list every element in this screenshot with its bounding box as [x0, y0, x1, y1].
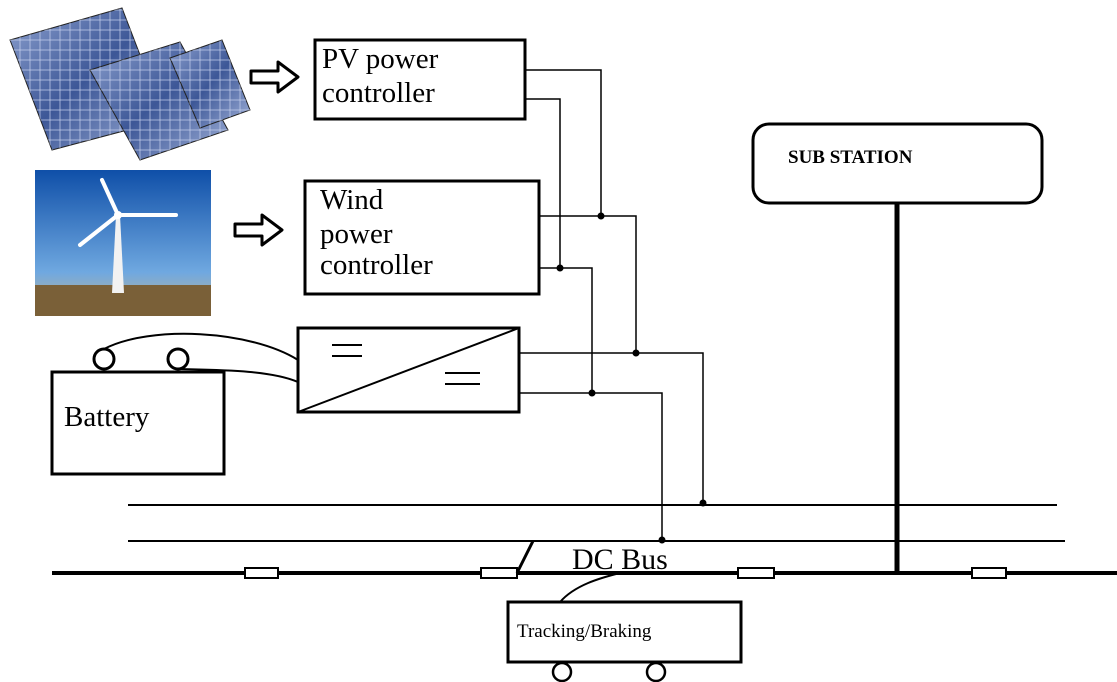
pv-controller-label-1: PV power	[322, 43, 439, 75]
train-label: Tracking/Braking	[517, 621, 652, 642]
pv-controller-box	[313, 38, 527, 121]
wind-controller-label-1: Wind	[320, 184, 384, 216]
wind-controller-label-2: power	[320, 218, 393, 250]
pantograph	[515, 540, 535, 574]
battery-label: Battery	[64, 401, 150, 433]
wind-turbine-image	[35, 170, 211, 316]
wind-controller-box	[303, 179, 541, 296]
dc-bus-label: DC Bus	[572, 543, 668, 576]
rail-insulators	[244, 567, 1007, 579]
pv-arrow-icon	[249, 60, 300, 94]
substation-label: SUB STATION	[788, 147, 913, 168]
solar-panel-image	[9, 7, 251, 161]
pv-controller-label-2: controller	[322, 77, 435, 109]
wind-arrow-icon	[233, 213, 284, 247]
wind-controller-label-3: controller	[320, 249, 433, 281]
wiring	[519, 69, 704, 540]
battery-symbol	[50, 332, 299, 476]
train-vehicle	[506, 572, 743, 682]
junction-dots	[556, 212, 707, 544]
dc-dc-converter	[296, 326, 521, 414]
